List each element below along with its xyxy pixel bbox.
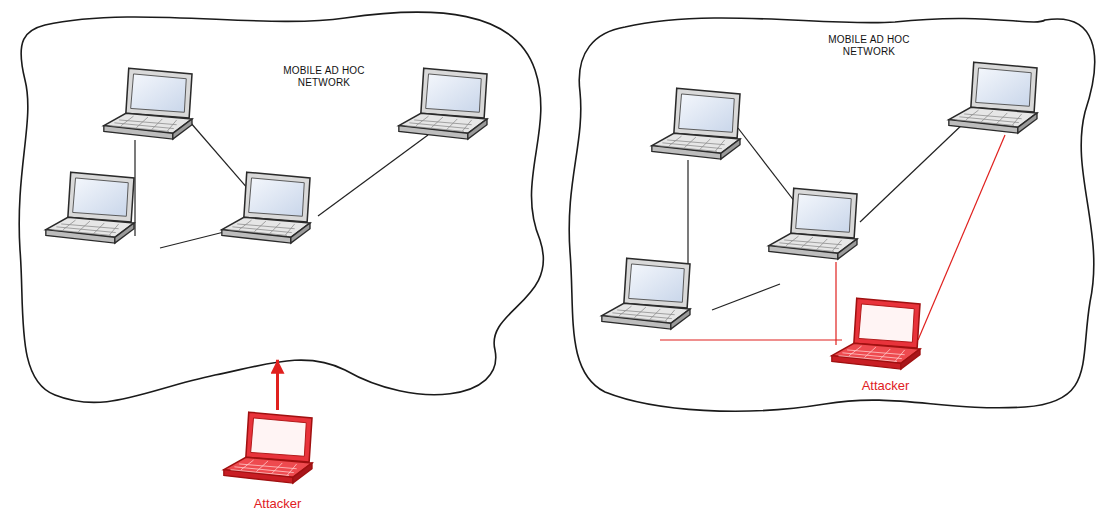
laptop-icon xyxy=(949,62,1037,133)
network-label: MOBILE AD HOC NETWORK xyxy=(827,34,911,58)
attacker-link xyxy=(835,262,836,345)
network-link xyxy=(134,140,135,236)
network-link xyxy=(738,128,805,215)
laptop-icon xyxy=(104,68,192,139)
network-link xyxy=(687,160,688,282)
cloud-path xyxy=(569,18,1094,411)
attacker-link xyxy=(660,339,842,340)
cloud-outline xyxy=(565,12,1098,415)
attacker-links xyxy=(660,135,1005,345)
network-links xyxy=(135,122,965,310)
network-label: MOBILE AD HOC NETWORK xyxy=(282,65,366,89)
network-link xyxy=(318,135,428,216)
network-cloud: MOBILE AD HOC NETWORK Attacker xyxy=(565,12,1098,415)
cloud-outline xyxy=(15,10,545,412)
network-link xyxy=(860,122,965,222)
attacker-node: Attacker xyxy=(828,296,943,393)
attacker-label: Attacker xyxy=(828,378,943,393)
attacker-label: Attacker xyxy=(220,496,335,511)
attacker-laptop-icon xyxy=(832,298,920,369)
cloud-path xyxy=(19,12,543,402)
attack-arrow xyxy=(276,360,279,410)
attacker-link xyxy=(918,135,1005,340)
laptop-icon xyxy=(769,188,857,259)
network-link xyxy=(190,122,262,205)
laptop-icon xyxy=(399,68,487,139)
attacker-node: Attacker xyxy=(220,410,335,511)
laptop-icon xyxy=(602,258,690,329)
laptop-icon xyxy=(222,172,310,243)
laptop-icon xyxy=(652,88,740,159)
network-link xyxy=(712,284,780,310)
network-cloud: MOBILE AD HOC NETWORK xyxy=(15,10,545,412)
laptop-icon xyxy=(46,172,134,243)
attacker-laptop-icon xyxy=(224,412,312,483)
network-link xyxy=(160,230,232,248)
